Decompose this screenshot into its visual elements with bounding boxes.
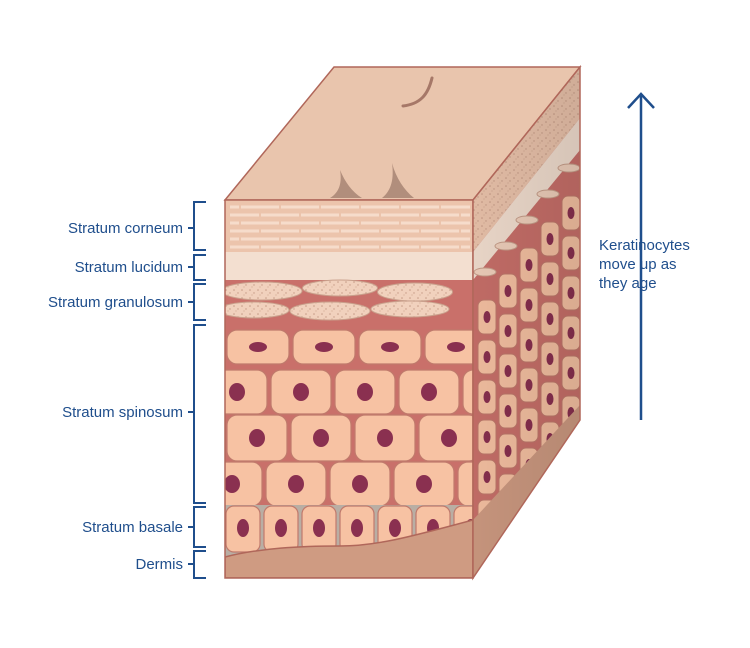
arrow-caption-line-1: Keratinocytes bbox=[599, 237, 690, 254]
stratum-corneum-front bbox=[225, 200, 473, 252]
keratinocyte-cell bbox=[424, 329, 473, 365]
keratinocyte-cell bbox=[457, 461, 473, 507]
dermis-bracket bbox=[188, 550, 206, 579]
arrow-up-icon bbox=[627, 92, 655, 109]
keratinocyte-cell bbox=[292, 329, 356, 365]
dermis-label: Dermis bbox=[136, 556, 184, 573]
basal-cell bbox=[225, 505, 261, 553]
arrow-caption-line-3: they age bbox=[599, 275, 657, 292]
stratum-spinosum-front bbox=[225, 329, 473, 507]
keratinocyte-cell bbox=[462, 369, 473, 415]
stratum-basale-label: Stratum basale bbox=[82, 519, 183, 536]
migration-arrow bbox=[627, 92, 655, 420]
keratinocyte-cell bbox=[270, 369, 332, 415]
stratum-lucidum-bracket bbox=[188, 254, 206, 281]
stratum-granulosum-front bbox=[225, 279, 453, 321]
basal-cell bbox=[301, 505, 337, 553]
keratinocyte-cell bbox=[226, 329, 290, 365]
stratum-spinosum-label: Stratum spinosum bbox=[62, 404, 183, 421]
side-face bbox=[473, 67, 580, 578]
stratum-spinosum-bracket bbox=[188, 324, 206, 504]
arrow-caption: Keratinocytes move up as they age bbox=[599, 237, 694, 292]
keratinocyte-cell bbox=[334, 369, 396, 415]
keratinocyte-cell bbox=[354, 414, 416, 462]
keratinocyte-cell bbox=[418, 414, 473, 462]
dermis-front bbox=[225, 519, 473, 578]
stratum-corneum-bracket bbox=[188, 201, 206, 251]
front-face bbox=[225, 200, 473, 578]
basal-cell bbox=[339, 505, 375, 553]
stratum-lucidum-label: Stratum lucidum bbox=[75, 259, 183, 276]
stratum-lucidum-front bbox=[225, 252, 473, 280]
keratinocyte-cell bbox=[358, 329, 422, 365]
keratinocyte-cell bbox=[225, 461, 263, 507]
arrow-caption-line-2: move up as bbox=[599, 256, 677, 273]
basal-cell bbox=[263, 505, 299, 553]
keratinocyte-cell bbox=[265, 461, 327, 507]
keratinocyte-cell bbox=[225, 369, 268, 415]
stratum-granulosum-bracket bbox=[188, 283, 206, 321]
keratinocyte-cell bbox=[398, 369, 460, 415]
stratum-granulosum-label: Stratum granulosum bbox=[48, 294, 183, 311]
keratinocyte-cell bbox=[226, 414, 288, 462]
keratinocyte-cell bbox=[290, 414, 352, 462]
stratum-corneum-label: Stratum corneum bbox=[68, 220, 183, 237]
keratinocyte-cell bbox=[329, 461, 391, 507]
keratinocyte-cell bbox=[393, 461, 455, 507]
stratum-basale-bracket bbox=[188, 506, 206, 548]
